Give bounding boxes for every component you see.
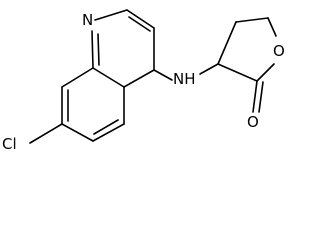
bond: [93, 119, 119, 135]
bond: [91, 30, 94, 69]
bond: [92, 67, 125, 88]
bond: [235, 17, 269, 23]
bond: [29, 123, 63, 144]
carbonyl-oxygen-label: O: [247, 113, 259, 131]
chemical-structure: N NH O O Cl: [2, 9, 285, 151]
bond: [123, 69, 155, 88]
bond: [217, 21, 237, 65]
chlorine-label: Cl: [2, 135, 17, 151]
bond: [258, 81, 264, 113]
bond: [256, 63, 275, 82]
bond: [97, 33, 100, 66]
pyridine-ring: [91, 9, 155, 88]
bond: [217, 63, 258, 82]
bond: [128, 16, 151, 32]
bond: [267, 17, 277, 37]
ring-oxygen-label: O: [273, 42, 285, 60]
bond: [153, 69, 173, 81]
bond: [199, 63, 219, 75]
amine-label: NH: [173, 70, 196, 88]
amine-linker: [153, 63, 219, 81]
bond: [126, 9, 155, 29]
lactone-ring: [217, 17, 277, 113]
bond: [92, 123, 125, 142]
ring-nitrogen-label: N: [82, 11, 93, 29]
benzene-ring: [29, 67, 125, 144]
bond: [61, 67, 94, 88]
bond: [61, 123, 94, 142]
bond: [252, 80, 258, 113]
bond: [94, 9, 128, 21]
